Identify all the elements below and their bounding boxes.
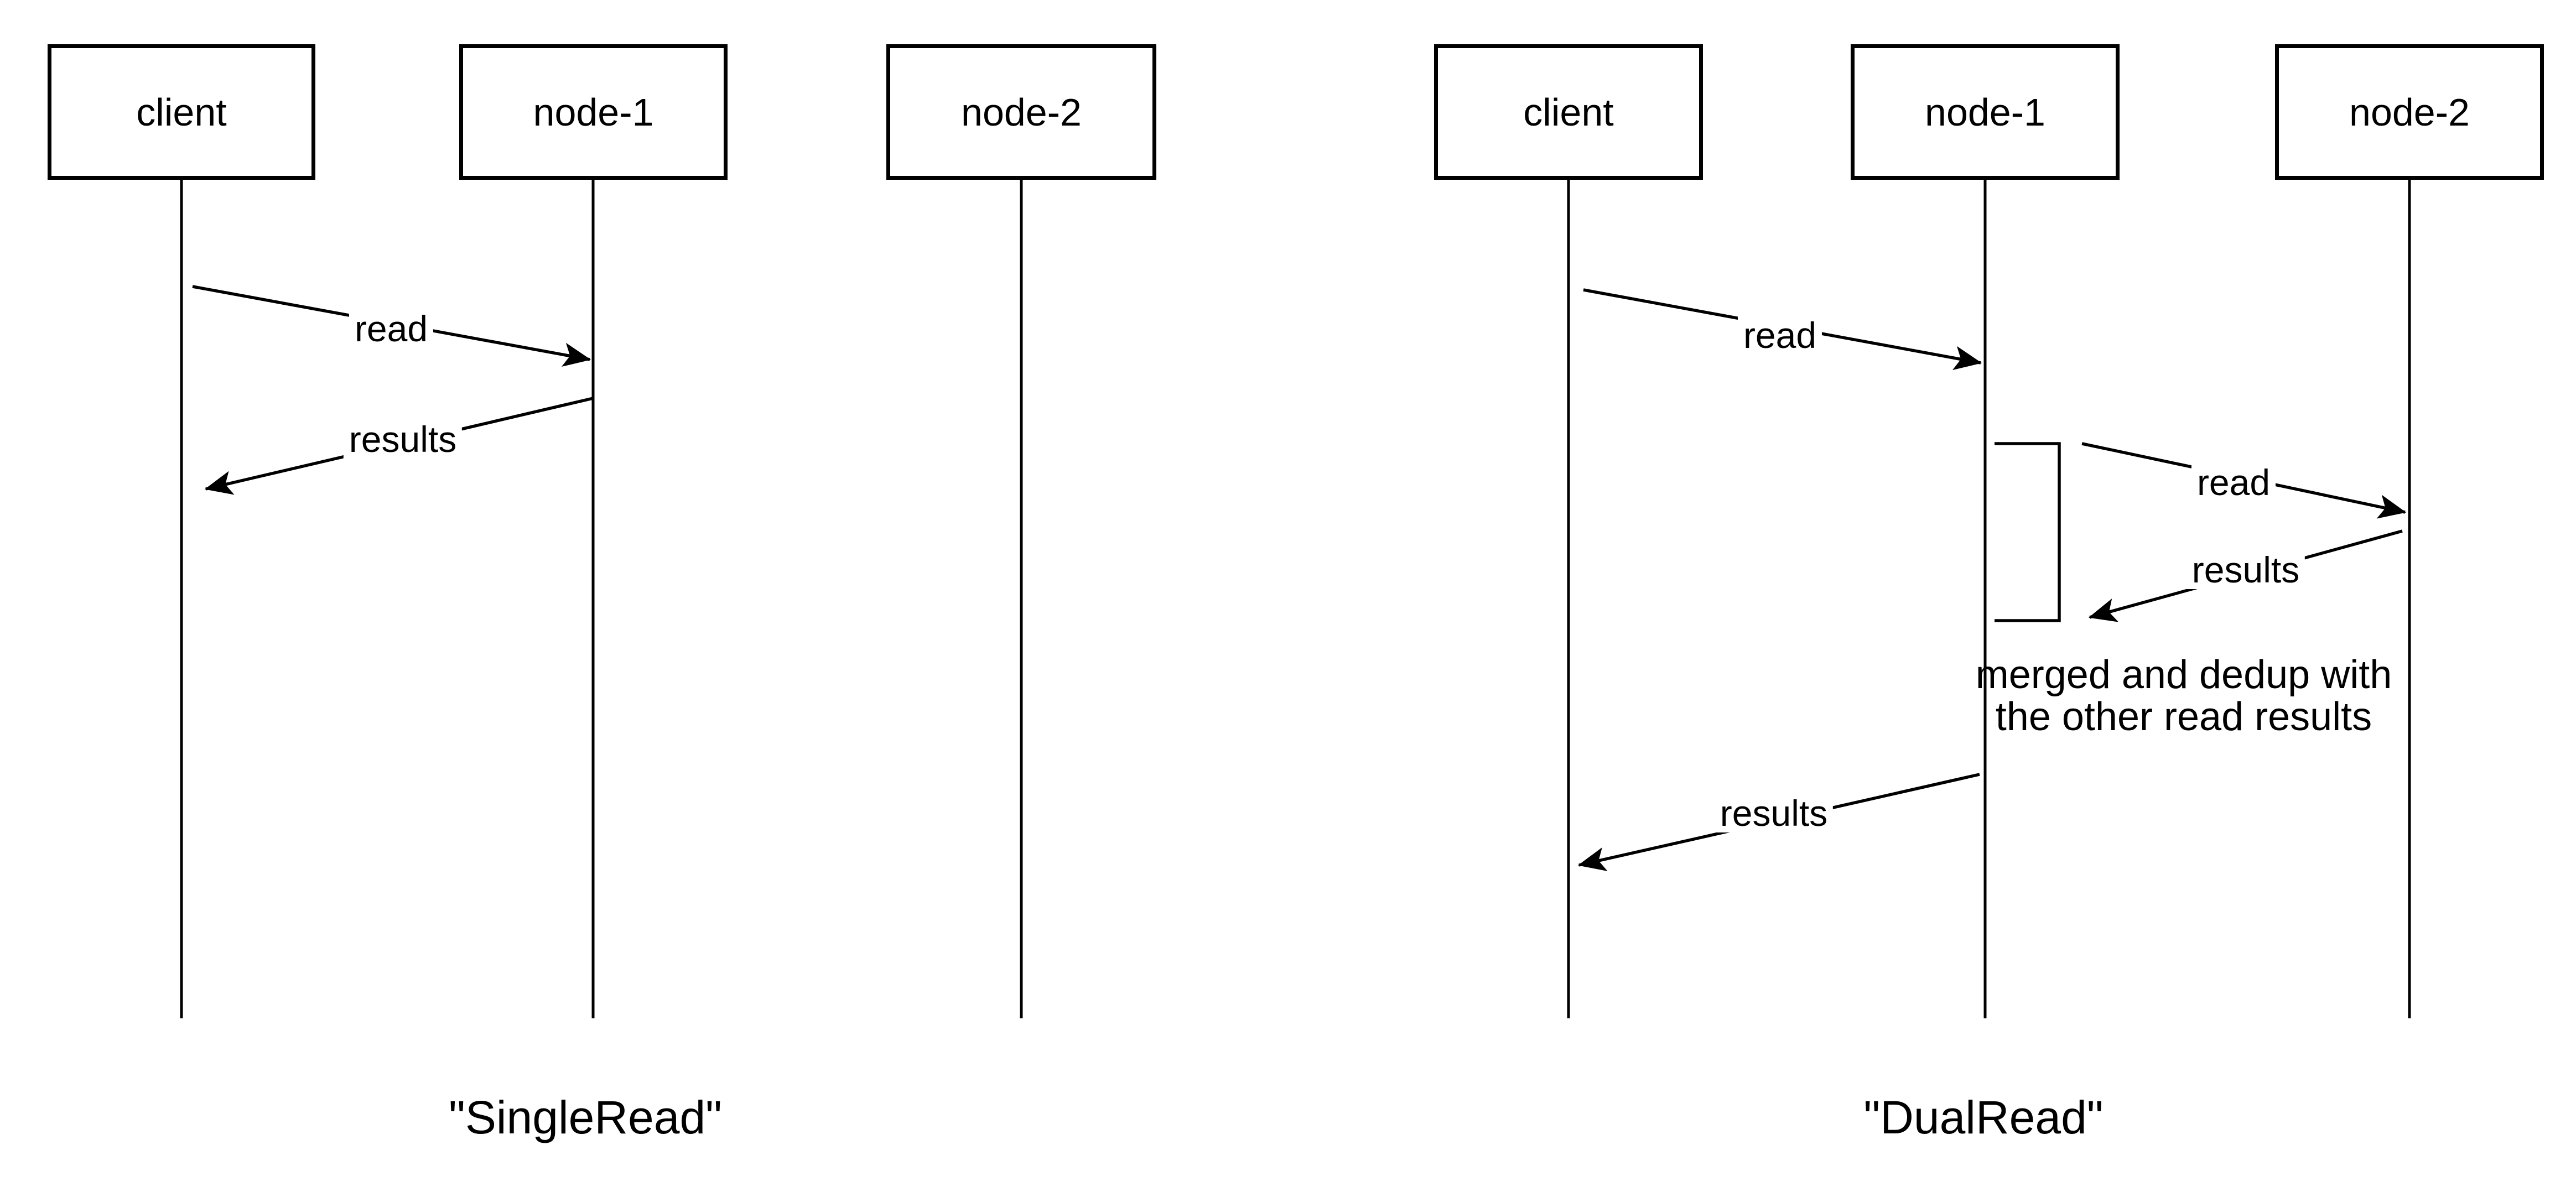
message-label-singleread-results: results	[343, 420, 463, 459]
actor-label-singleread-node-1: node-1	[533, 90, 654, 134]
activation-bracket-node1	[1995, 442, 2061, 622]
note-merged-dedup: merged and dedup with the other read res…	[1976, 654, 2392, 738]
actor-label-singleread-node-2: node-2	[961, 90, 1082, 134]
note-line-1: merged and dedup with	[1975, 653, 2392, 697]
actor-label-dualread-client: client	[1523, 90, 1614, 134]
actor-box-dualread-node-2: node-2	[2275, 44, 2544, 180]
message-label-dualread-read-2: read	[2191, 463, 2276, 502]
caption-singleread: "SingleRead"	[449, 1091, 722, 1143]
actor-label-singleread-client: client	[136, 90, 227, 134]
message-label-dualread-results-2: results	[1714, 794, 1834, 832]
message-label-dualread-read-1: read	[1737, 316, 1822, 355]
actor-label-dualread-node-1: node-1	[1925, 90, 2045, 134]
actor-box-singleread-node-1: node-1	[459, 44, 728, 180]
caption-dualread: "DualRead"	[1863, 1091, 2104, 1143]
message-label-singleread-read: read	[349, 309, 434, 348]
actor-box-singleread-client: client	[48, 44, 315, 180]
actor-box-dualread-client: client	[1434, 44, 1703, 180]
actor-box-singleread-node-2: node-2	[886, 44, 1156, 180]
actor-box-dualread-node-1: node-1	[1851, 44, 2120, 180]
note-line-2: the other read results	[1995, 695, 2372, 739]
message-label-dualread-results-1: results	[2186, 550, 2305, 589]
actor-label-dualread-node-2: node-2	[2349, 90, 2470, 134]
